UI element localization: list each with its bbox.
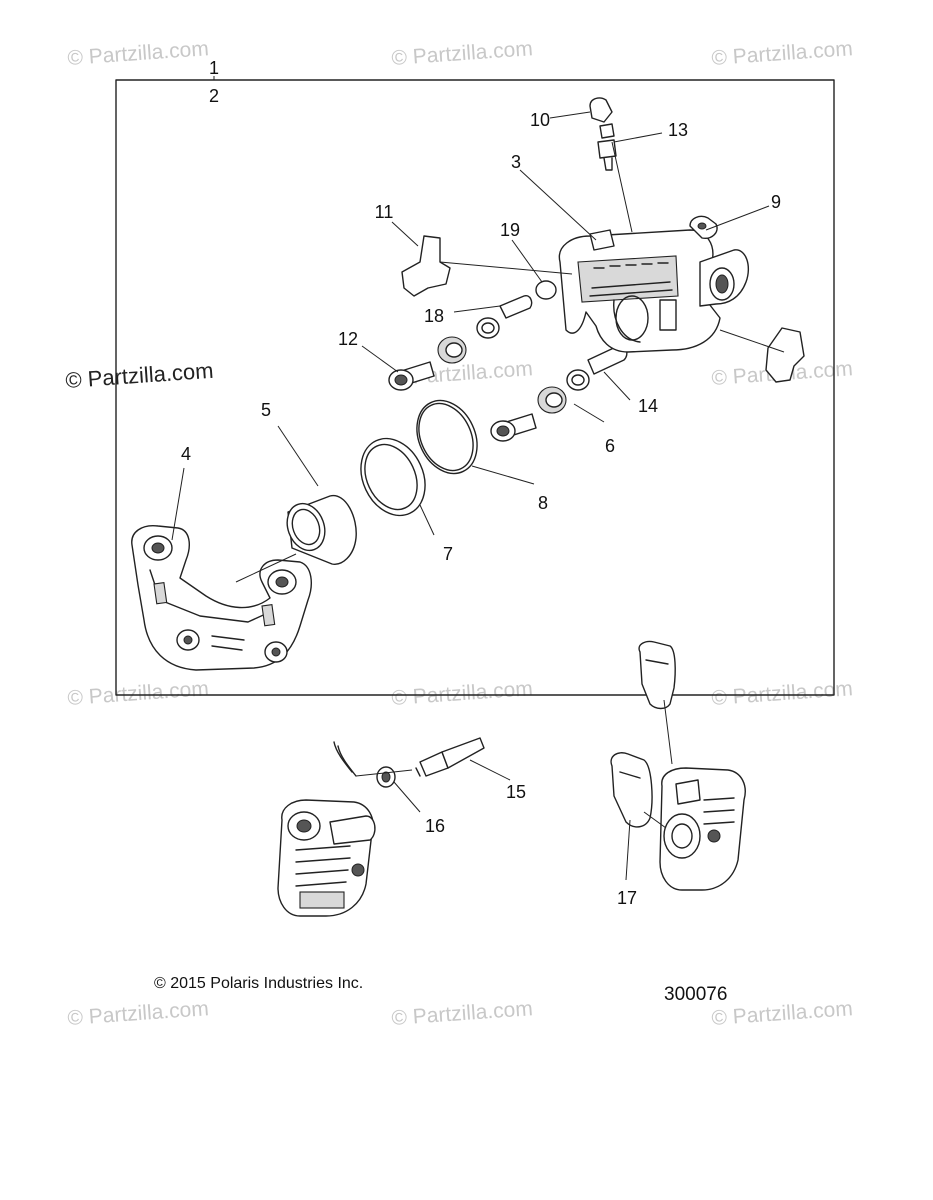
callout-5: 5 bbox=[261, 400, 271, 420]
caliper-housing-part bbox=[558, 229, 750, 353]
callout-labels: 1 2 3 4 5 6 7 8 9 10 11 12 13 14 15 16 1… bbox=[181, 58, 781, 908]
bleeder-screw-part-13 bbox=[597, 123, 617, 171]
boot-part-upper bbox=[437, 336, 467, 364]
callout-17: 17 bbox=[617, 888, 637, 908]
piston-part bbox=[286, 495, 357, 565]
callout-14: 14 bbox=[638, 396, 658, 416]
callout-15: 15 bbox=[506, 782, 526, 802]
watermark: © Partzilla.com bbox=[711, 37, 854, 70]
watermark: © Partzilla.com bbox=[67, 997, 210, 1030]
caliper-bracket-part bbox=[131, 525, 312, 671]
callout-9: 9 bbox=[771, 192, 781, 212]
clip-part-right bbox=[765, 327, 805, 383]
watermark: © Partzilla.com bbox=[391, 997, 534, 1030]
watermark: © Partzilla.com bbox=[67, 677, 210, 710]
callout-16: 16 bbox=[425, 816, 445, 836]
watermark-strong: © Partzilla.com bbox=[65, 358, 215, 393]
bushing-upper bbox=[476, 317, 500, 339]
seal-ring-part bbox=[360, 437, 426, 517]
callout-6: 6 bbox=[605, 436, 615, 456]
callout-2: 2 bbox=[209, 86, 219, 106]
callout-3: 3 bbox=[511, 152, 521, 172]
bushing-lower bbox=[566, 369, 590, 391]
o-ring-part bbox=[416, 399, 478, 475]
bolt-part-6 bbox=[490, 413, 537, 442]
assembly-frame bbox=[115, 79, 835, 696]
callout-11: 11 bbox=[375, 202, 394, 222]
assembled-caliper-right bbox=[659, 767, 746, 891]
callout-19: 19 bbox=[500, 220, 520, 240]
leader-lines bbox=[171, 111, 785, 881]
callout-1: 1 bbox=[209, 58, 219, 78]
bleeder-cap-part-10 bbox=[589, 97, 613, 123]
callout-18: 18 bbox=[424, 306, 444, 326]
watermark: © Partzilla.com bbox=[711, 997, 854, 1030]
bolt-part-12 bbox=[388, 361, 435, 391]
watermark: © Partzilla.com bbox=[711, 677, 854, 710]
copyright-text: © 2015 Polaris Industries Inc. bbox=[154, 975, 363, 992]
brake-pad-part-17 bbox=[610, 640, 676, 828]
boot-part-lower bbox=[537, 386, 567, 414]
watermark: © Partzilla.com bbox=[391, 677, 534, 710]
callout-13: 13 bbox=[668, 120, 688, 140]
callout-7: 7 bbox=[443, 544, 453, 564]
callout-4: 4 bbox=[181, 444, 191, 464]
watermark: © Partzilla.com bbox=[67, 37, 210, 70]
callout-12: 12 bbox=[338, 329, 358, 349]
watermark: © Partzilla.com bbox=[391, 37, 534, 70]
clip-part-11 bbox=[401, 235, 451, 297]
diagram-number: 300076 bbox=[664, 984, 727, 1005]
callout-10: 10 bbox=[530, 110, 550, 130]
callout-8: 8 bbox=[538, 493, 548, 513]
pin-part-18 bbox=[499, 295, 533, 319]
assembled-caliper-left bbox=[277, 741, 376, 917]
pin-part-19 bbox=[535, 280, 557, 300]
